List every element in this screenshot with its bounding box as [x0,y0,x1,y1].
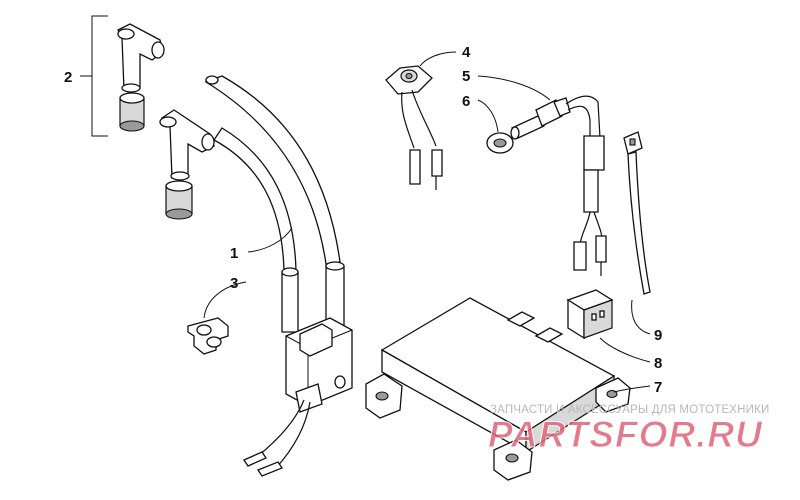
spark-plug-terminal-upper [119,92,145,132]
callout-8: 8 [654,355,662,372]
threaded-sensor [510,95,607,276]
ignition-coil-body [285,317,353,413]
callout-1: 1 [230,245,238,262]
wire-clip [187,317,229,355]
callout-6: 6 [462,93,470,110]
leader-lines [203,51,651,393]
callout-9: 9 [654,327,662,344]
watermark-logo: PARTSFOR.RU [488,414,763,456]
sealing-washer [486,132,514,154]
ignition-coil-leads [204,75,345,347]
callout-7: 7 [654,379,662,396]
callout-4: 4 [462,44,471,61]
connector-block [566,289,614,340]
callout-5: 5 [462,68,470,85]
cable-tie [623,131,651,295]
spark-plug-boot-lower [159,109,215,181]
watermark-tagline: ЗАПЧАСТИ И АКСЕССУАРЫ ДЛЯ МОТОТЕХНИКИ [490,404,770,416]
callout-3: 3 [230,275,238,292]
spark-plug-terminal-lower [165,180,193,220]
spark-plug-boot-upper [117,23,165,93]
callout-2: 2 [64,69,72,86]
control-module [365,297,631,481]
ignition-coil-wires [243,399,311,477]
temperature-sensor [385,65,443,190]
callout-2-bracket [80,15,108,137]
